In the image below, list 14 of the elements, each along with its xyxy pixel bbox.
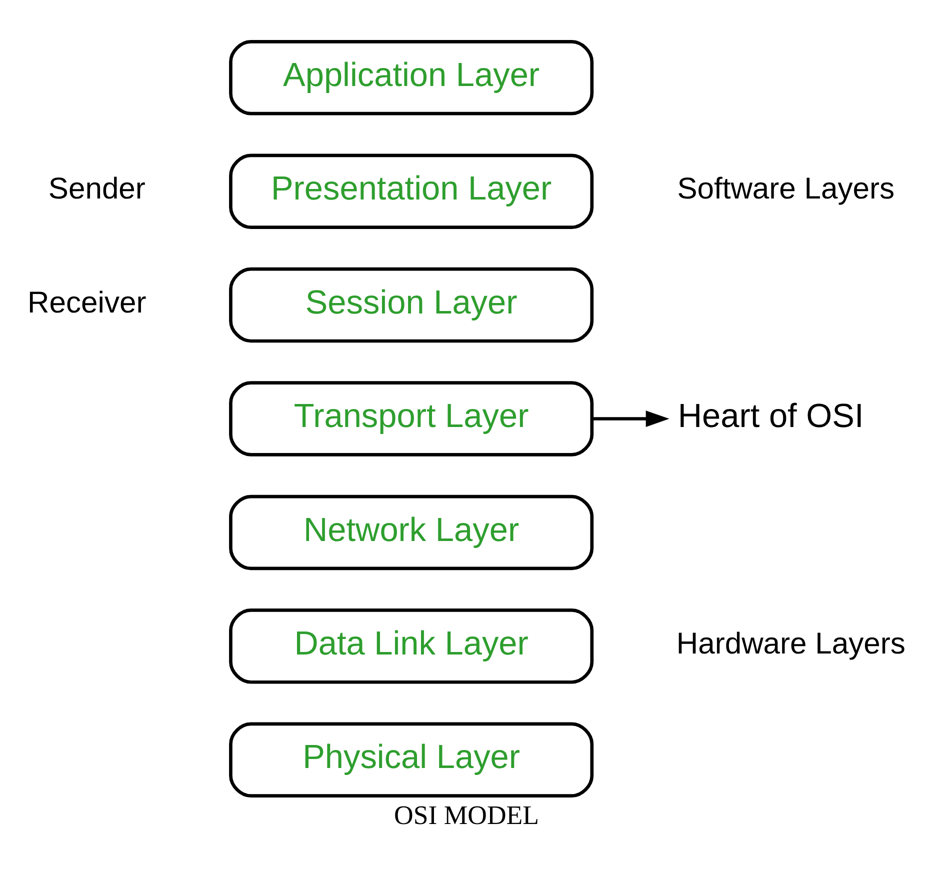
label: Hardware Layers bbox=[676, 627, 906, 660]
label: Sender bbox=[48, 172, 146, 206]
arrow bbox=[592, 410, 670, 426]
label: Receiver bbox=[28, 286, 146, 319]
node-text: Heart of OSI bbox=[678, 398, 864, 435]
label: Software Layers bbox=[677, 172, 895, 206]
node-box: Data Link Layer bbox=[229, 608, 594, 684]
node-box: Session Layer bbox=[229, 266, 594, 342]
node-box: Network Layer bbox=[229, 494, 594, 570]
node-box: Application Layer bbox=[229, 40, 594, 115]
node-box: Presentation Layer bbox=[229, 153, 594, 228]
caption: OSI MODEL bbox=[394, 799, 539, 830]
node-box: Transport Layer bbox=[229, 380, 594, 456]
node-box: Physical Layer bbox=[229, 722, 594, 797]
